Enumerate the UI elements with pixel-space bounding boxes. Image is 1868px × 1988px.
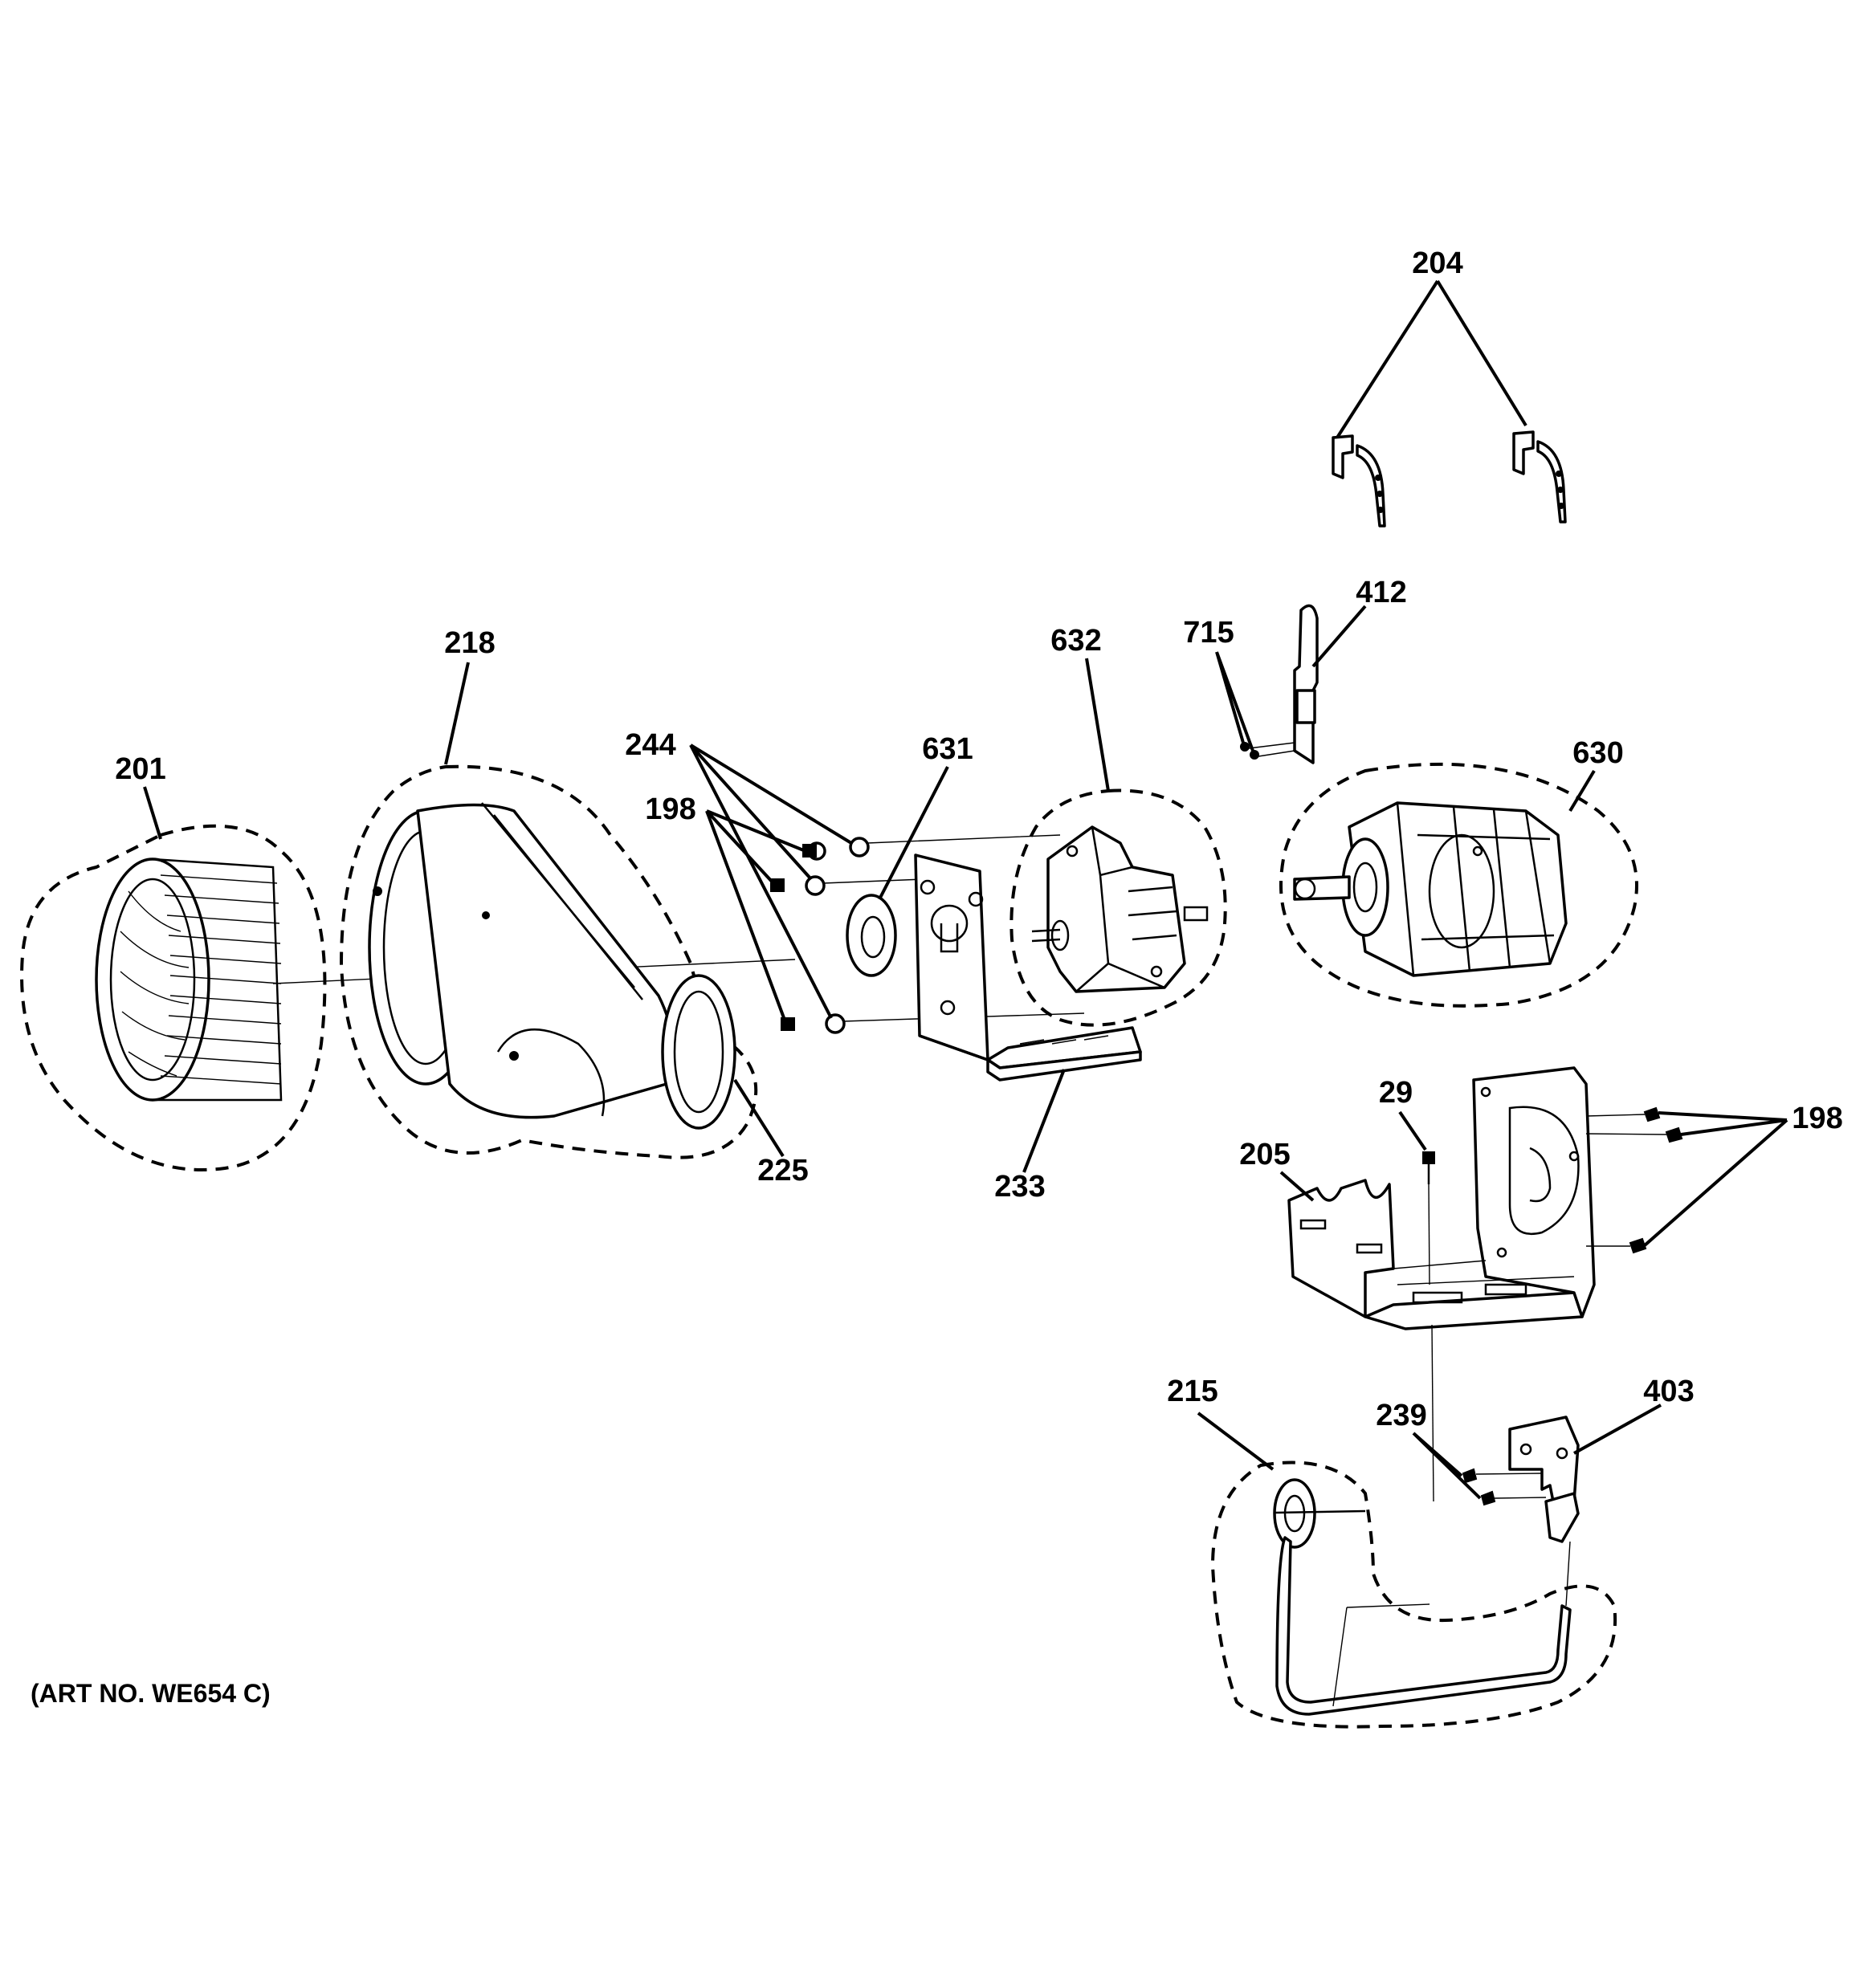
callout-244: 244 — [625, 728, 675, 762]
leader-198-right — [1643, 1111, 1788, 1247]
leader-233 — [1022, 1069, 1066, 1173]
part-218-blower-housing — [339, 764, 758, 1159]
leader-403 — [1573, 1403, 1662, 1455]
leader-198-left — [705, 809, 806, 1023]
part-630-motor — [1279, 762, 1638, 1008]
art-number: (ART NO. WE654 C) — [31, 1679, 271, 1708]
leader-244 — [689, 743, 853, 1019]
callout-198-right: 198 — [1792, 1102, 1842, 1135]
callout-233: 233 — [994, 1170, 1045, 1204]
part-239-screws — [1431, 1324, 1547, 1506]
leader-412 — [1311, 605, 1367, 668]
callout-632: 632 — [1050, 624, 1101, 658]
part-205-motor-base — [1287, 1066, 1596, 1330]
callout-218: 218 — [444, 626, 495, 660]
leader-631 — [878, 766, 949, 900]
callout-403: 403 — [1643, 1375, 1694, 1408]
part-412-bracket — [1293, 604, 1319, 764]
callout-201: 201 — [115, 752, 165, 786]
callout-29: 29 — [1379, 1076, 1413, 1110]
leader-225 — [733, 1078, 785, 1158]
callout-715: 715 — [1183, 616, 1234, 650]
callout-412: 412 — [1356, 576, 1406, 609]
part-632-module — [1009, 788, 1227, 1027]
callout-631: 631 — [922, 732, 973, 766]
callout-205: 205 — [1239, 1138, 1290, 1171]
callout-630: 630 — [1572, 736, 1623, 770]
part-198-screws-right — [1585, 1106, 1683, 1254]
part-233-mount-bracket — [914, 853, 1142, 1082]
part-215-rod — [1210, 1460, 1617, 1729]
callout-198-left: 198 — [645, 792, 695, 826]
callout-204: 204 — [1412, 246, 1462, 280]
part-403-actuator — [1508, 1416, 1580, 1543]
leader-29 — [1398, 1110, 1427, 1151]
callout-239: 239 — [1376, 1399, 1426, 1432]
part-29-screw — [1422, 1151, 1435, 1285]
part-715-screws — [1240, 742, 1295, 760]
leader-239 — [1412, 1432, 1482, 1500]
leader-630 — [1568, 769, 1596, 813]
leader-632 — [1085, 658, 1110, 792]
part-201-blower-wheel — [20, 824, 327, 1171]
leader-204 — [1336, 279, 1527, 439]
callout-215: 215 — [1167, 1375, 1217, 1408]
callout-225: 225 — [757, 1154, 808, 1188]
leader-715 — [1215, 651, 1254, 752]
leader-205 — [1279, 1171, 1315, 1202]
part-631-spacer — [846, 894, 897, 977]
leader-218 — [444, 662, 470, 765]
leader-215 — [1197, 1412, 1275, 1471]
part-204-clamps — [1332, 430, 1567, 528]
leader-201 — [143, 786, 162, 840]
